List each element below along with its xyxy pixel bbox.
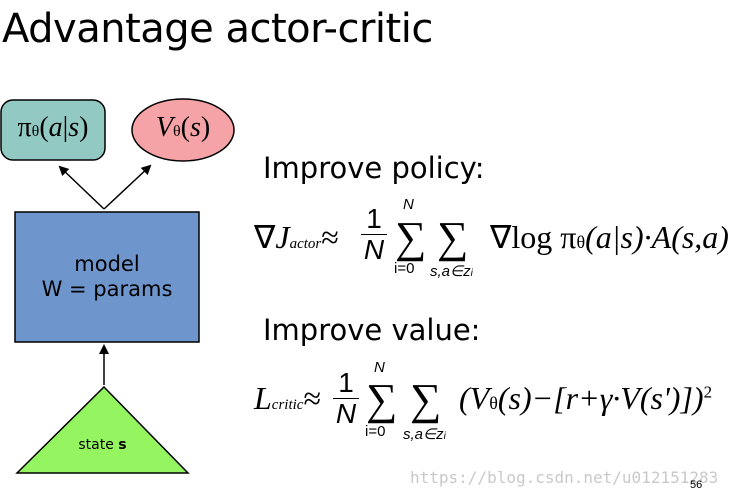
value-node-label: Vθ(s) (155, 112, 211, 143)
state-node-label: state s (78, 437, 127, 453)
page-number: 56 (690, 479, 703, 491)
policy-heading: Improve policy: (263, 151, 485, 185)
value-node (131, 98, 235, 162)
model-label-line1: model (74, 252, 140, 276)
actor-sum-1: ∑ (395, 213, 427, 262)
arrow-to-policy (58, 165, 105, 210)
slide-title: Advantage actor-critic (2, 6, 433, 52)
arrow-to-value (103, 164, 152, 210)
state-node (15, 385, 190, 474)
actor-sum-2: ∑ (437, 213, 469, 262)
value-heading: Improve value: (263, 313, 481, 347)
model-node-label: model W = params (15, 252, 199, 302)
critic-sum-1: ∑ (366, 375, 398, 424)
critic-fraction: 1 N (333, 368, 359, 429)
policy-node (0, 99, 106, 161)
model-label-line2: W = params (41, 277, 173, 301)
policy-node-label: πθ(a|s) (17, 112, 89, 143)
watermark: https://blog.csdn.net/u012151283 (410, 468, 719, 487)
actor-fraction: 1 N (361, 204, 387, 265)
critic-sum-2: ∑ (410, 375, 442, 424)
model-node (14, 211, 200, 343)
